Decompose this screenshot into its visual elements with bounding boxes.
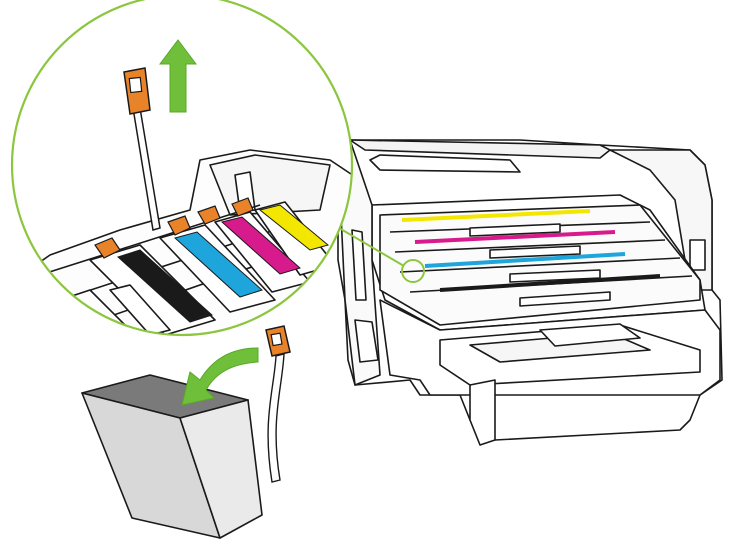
callout-rail-1 <box>39 204 261 276</box>
callout-tab-1 <box>94 237 121 259</box>
callout-tab-2 <box>167 215 191 236</box>
cartridge-detail-4 <box>519 291 611 307</box>
printer-cyan-strip <box>424 252 626 268</box>
callout-pull-tab <box>123 67 151 115</box>
curved-arrow-icon <box>181 347 259 406</box>
callout-yellow-cartridge <box>258 204 330 251</box>
printer-magenta-strip <box>414 230 616 244</box>
printer-side-vent <box>689 239 706 271</box>
printer-side-panel <box>609 149 713 291</box>
printer-icon <box>337 139 723 446</box>
printer-left-detail-2 <box>354 319 379 363</box>
arrow-up-icon <box>159 39 197 113</box>
callout-magnified-view <box>12 0 352 335</box>
trash-bin-icon <box>81 374 263 539</box>
callout-cyan-cartridge <box>173 231 263 298</box>
printer-yellow-strip <box>401 209 591 222</box>
cartridge-detail-2 <box>489 245 581 259</box>
callout-cartridge-slot-2 <box>109 284 171 335</box>
callout-magenta-cartridge <box>220 216 302 275</box>
discarded-seal-strip <box>265 325 291 483</box>
drawer-rail-2 <box>394 239 666 253</box>
printer-top-slot <box>369 154 521 173</box>
paper-tray-handle <box>539 323 641 347</box>
callout-black-cartridge <box>117 249 213 323</box>
callout-target-circle <box>401 259 425 283</box>
callout-ring <box>10 0 354 337</box>
drawer-rail-3 <box>399 257 681 273</box>
bin-right-side <box>179 399 263 539</box>
cartridge-detail-3 <box>509 269 601 283</box>
callout-tab-4 <box>231 197 254 217</box>
tray-extension <box>469 379 496 446</box>
printer-top-lid <box>349 139 611 159</box>
callout-tab-3 <box>197 205 221 225</box>
printer-black-strip <box>439 274 661 292</box>
seal-strip-tab-icon <box>94 197 254 259</box>
printer-left-detail <box>351 229 367 301</box>
discarded-strip-ribbon <box>267 353 285 483</box>
cartridge-detail-1 <box>469 223 561 237</box>
